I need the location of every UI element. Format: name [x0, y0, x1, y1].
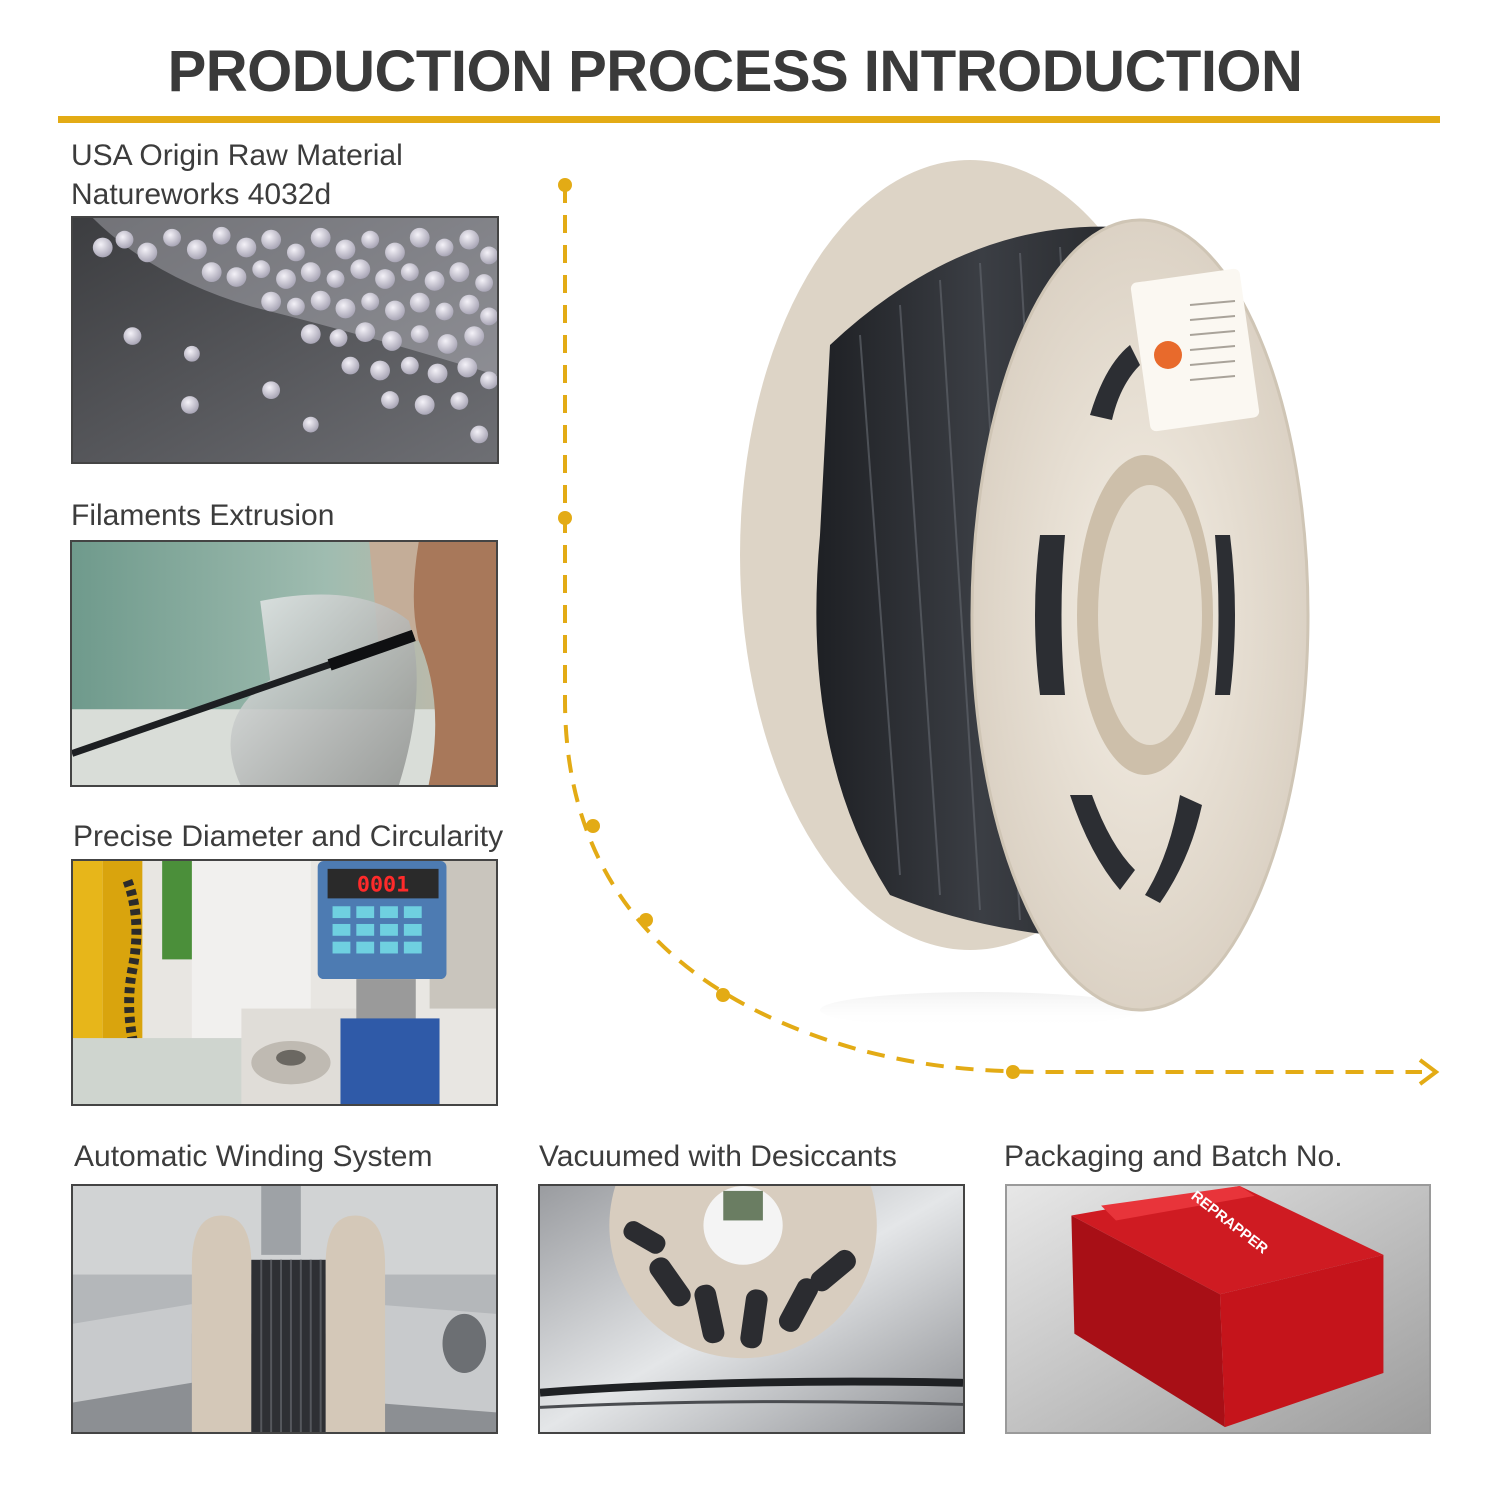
title-underline [58, 116, 1440, 123]
arrow-head-icon [1418, 1058, 1440, 1086]
flow-dot-1 [558, 178, 572, 192]
vacuum-packed-spool-photo [538, 1184, 965, 1434]
filament-spool-image [740, 160, 1310, 1028]
raw-material-pellets-photo [71, 216, 499, 464]
packaging-box-photo: REPRAPPER [1005, 1184, 1431, 1434]
winding-system-photo [71, 1184, 498, 1434]
step-1-label-line1: USA Origin Raw Material [71, 139, 403, 172]
diameter-measuring-photo: 0001 [71, 859, 498, 1106]
step-5-label: Vacuumed with Desiccants [539, 1140, 897, 1173]
page-title: PRODUCTION PROCESS INTRODUCTION [167, 39, 1303, 104]
flow-dot-3 [586, 819, 600, 833]
step-1-label-line2: Natureworks 4032d [71, 178, 332, 211]
step-6-label: Packaging and Batch No. [1004, 1140, 1343, 1173]
step-2-label: Filaments Extrusion [71, 499, 335, 532]
flow-dot-2 [558, 511, 572, 525]
step-3-label: Precise Diameter and Circularity [73, 820, 504, 853]
meter-reading: 0001 [357, 873, 409, 898]
flow-dot-5 [716, 988, 730, 1002]
flow-dot-6 [1006, 1065, 1020, 1079]
step-4-label: Automatic Winding System [74, 1140, 433, 1173]
flow-dot-4 [639, 913, 653, 927]
filament-extrusion-photo [70, 540, 498, 787]
